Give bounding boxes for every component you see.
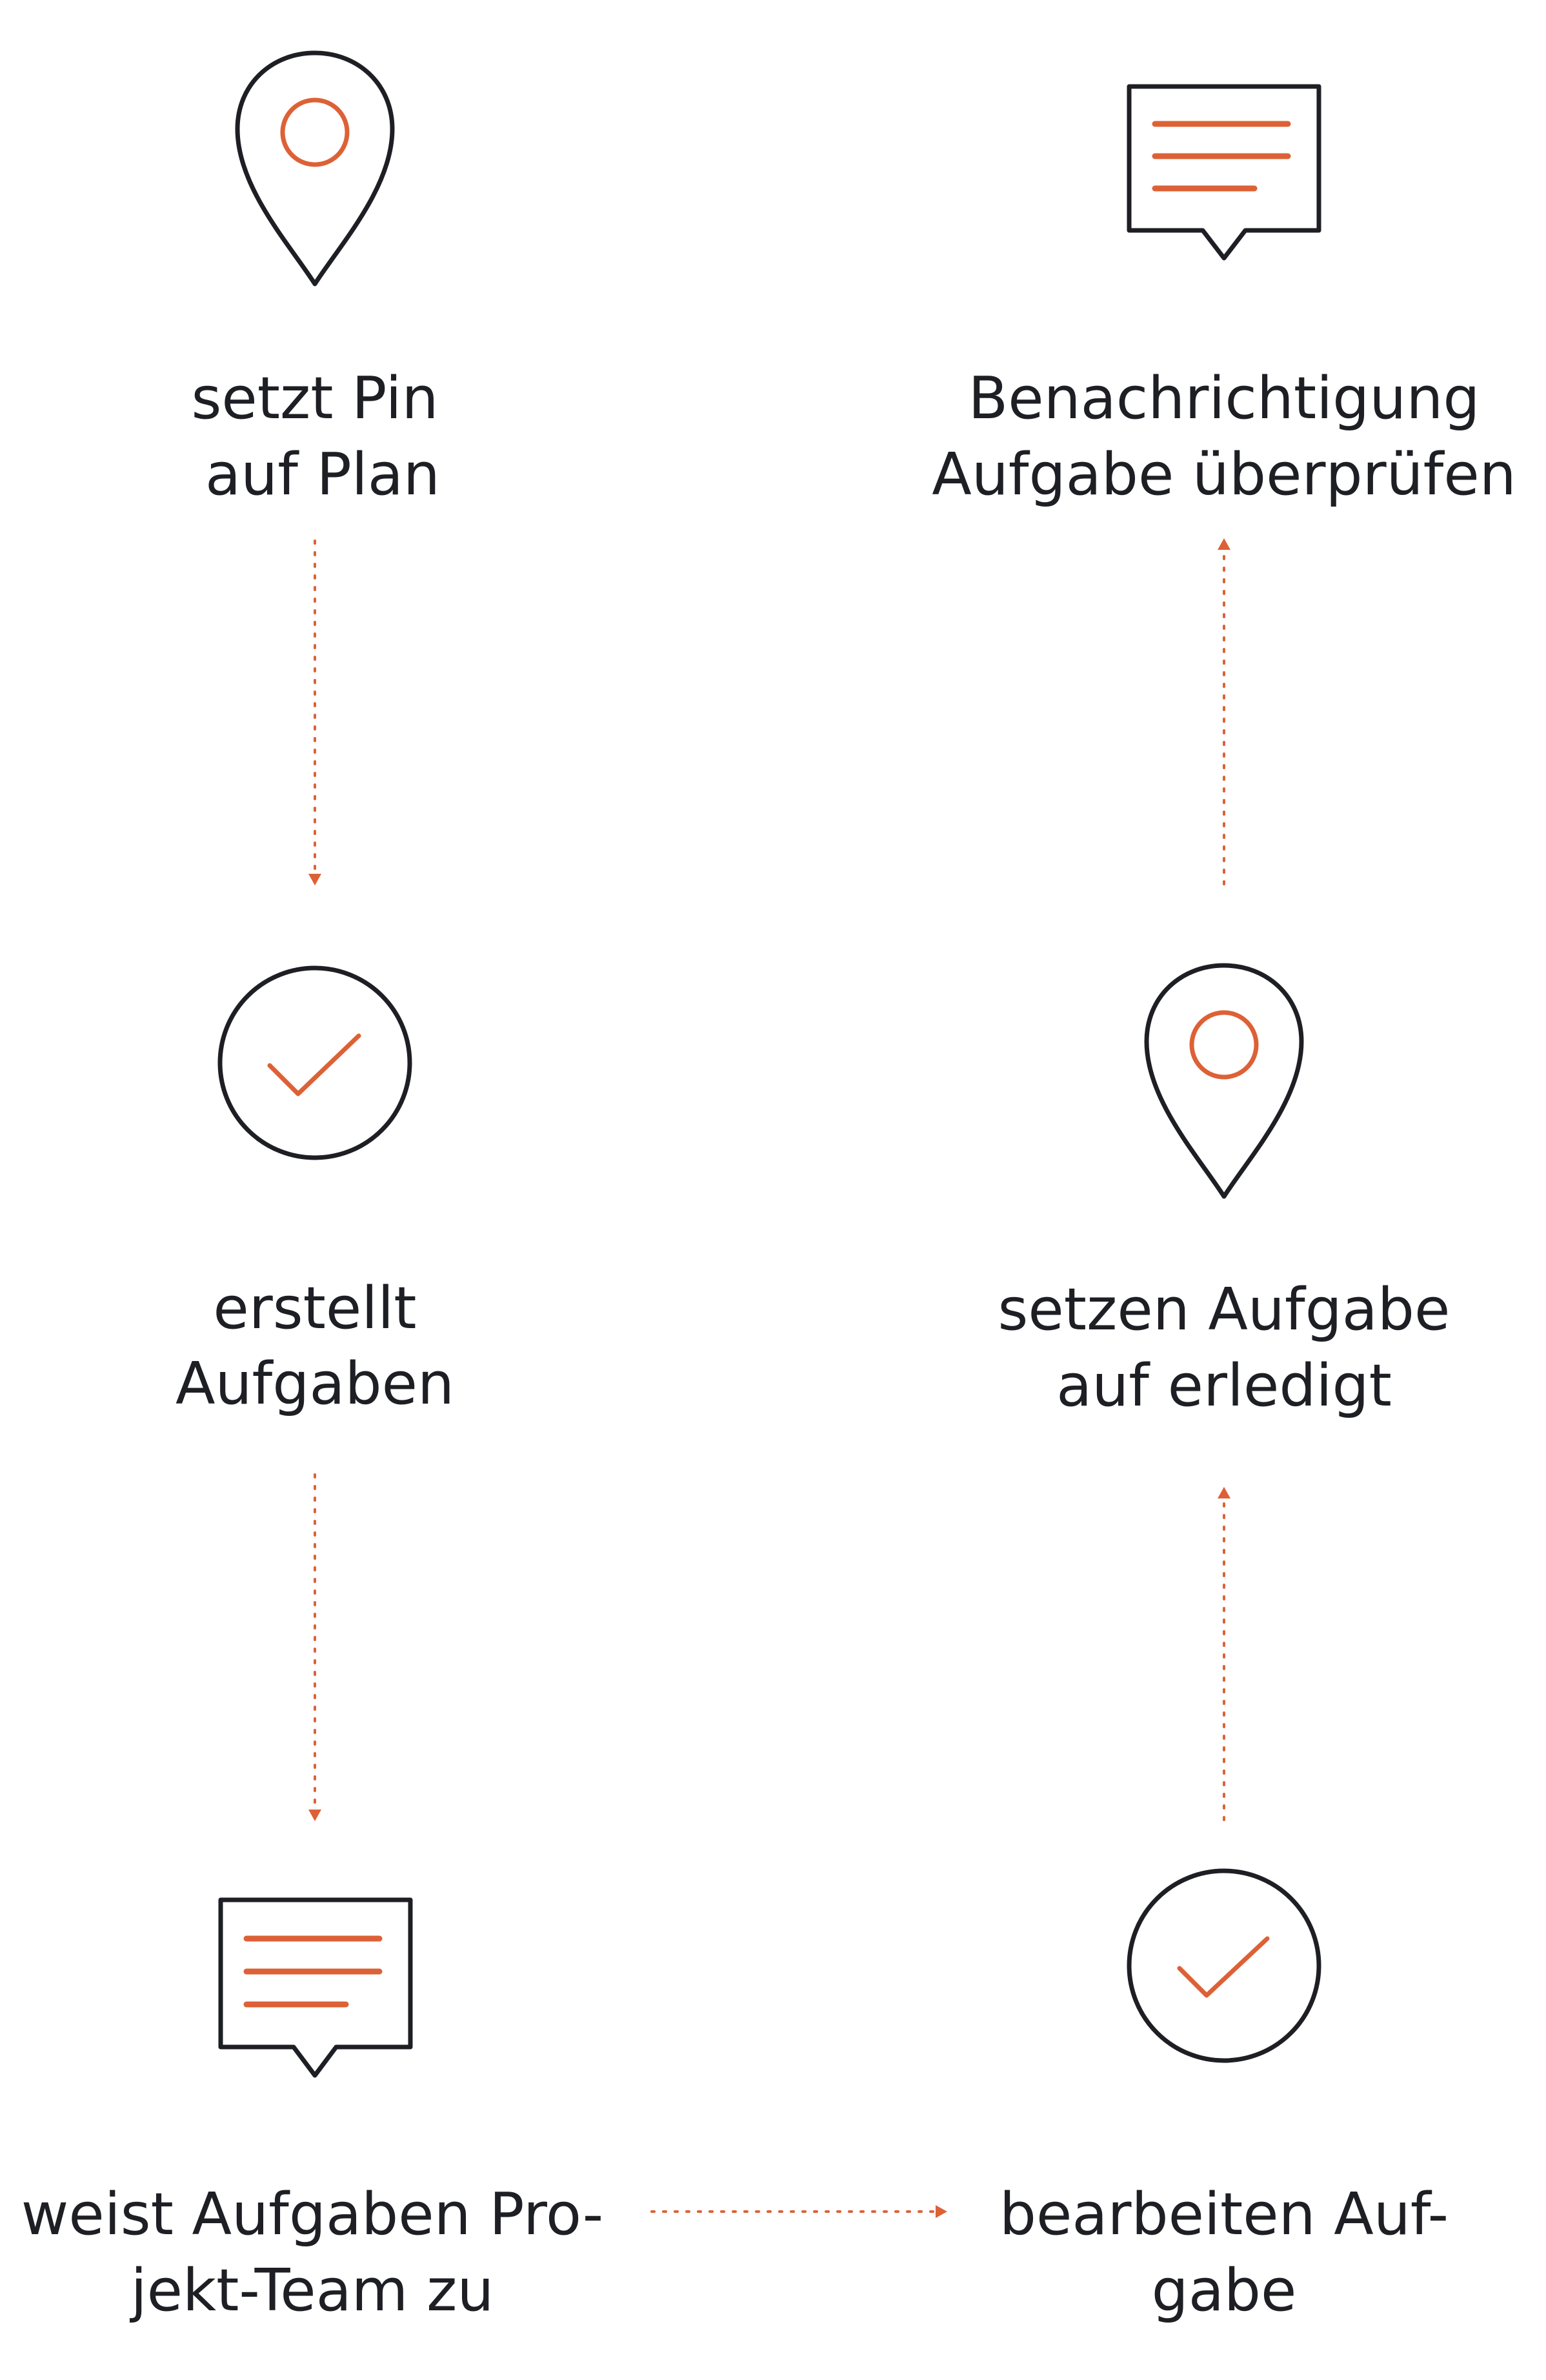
step-6-label-line-1: Benachrichtigung bbox=[969, 365, 1480, 432]
arrow-step-5-to-6 bbox=[1218, 538, 1230, 885]
arrow-step-2-to-3 bbox=[308, 1473, 321, 1821]
step-1-label-line-1: setzt Pin bbox=[191, 365, 438, 432]
step-5-label-line-1: setzen Aufgabe bbox=[998, 1276, 1451, 1344]
step-4-label-line-2: gabe bbox=[1152, 2257, 1297, 2325]
step-4-checkmark-circle-icon bbox=[1127, 1868, 1321, 2063]
arrow-step-3-to-4 bbox=[650, 2205, 947, 2218]
step-2-checkmark-circle-icon bbox=[217, 965, 412, 1160]
step-2-label-line-1: erstellt bbox=[213, 1275, 416, 1342]
step-2-label-line-2: Aufgaben bbox=[176, 1350, 454, 1418]
step-4-label-line-1: bearbeiten Auf- bbox=[999, 2181, 1449, 2248]
step-6-label-line-2: Aufgabe überprüfen bbox=[932, 441, 1516, 509]
arrow-step-1-to-2 bbox=[308, 540, 321, 885]
step-1-map-pin-icon bbox=[235, 50, 395, 287]
step-6-message-bubble-icon bbox=[1127, 84, 1321, 261]
step-3-label-line-2: jekt-Team zu bbox=[130, 2257, 494, 2325]
step-3-label-line-1: weist Aufgaben Pro- bbox=[21, 2181, 603, 2248]
step-5-map-pin-icon bbox=[1144, 963, 1304, 1199]
arrow-step-4-to-5 bbox=[1218, 1487, 1230, 1821]
step-1-label-line-2: auf Plan bbox=[205, 441, 440, 509]
step-5-label-line-2: auf erledigt bbox=[1056, 1352, 1392, 1420]
step-3-message-bubble-icon bbox=[218, 1897, 413, 2078]
